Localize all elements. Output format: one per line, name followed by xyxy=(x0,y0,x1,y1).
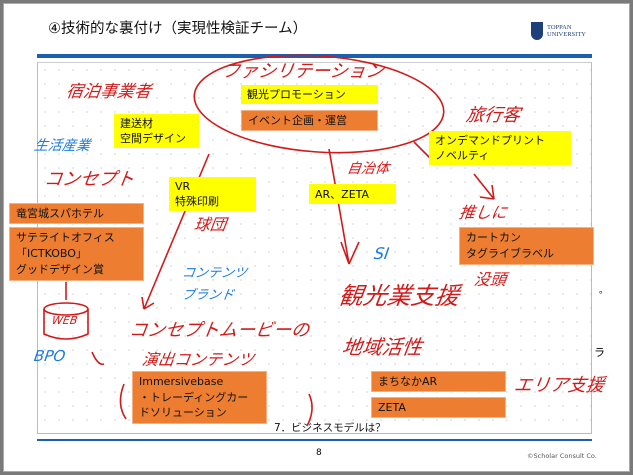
hw-oshi-2: 没頭 xyxy=(472,270,508,289)
hw-kanko-shien: 観光業支援 xyxy=(337,282,462,310)
box-kenso: 建送材空間デザイン xyxy=(114,114,199,148)
facilitation-circle xyxy=(193,54,445,154)
hw-chiiki: 地域活性 xyxy=(340,335,424,359)
box-event: イベント企画・運営 xyxy=(241,110,378,131)
satellite-line-2: 「ICTKOBO」 xyxy=(16,247,87,260)
page-number: 8 xyxy=(316,448,322,458)
hw-kyudan: 球団 xyxy=(192,215,228,234)
hw-area-shien: エリア支援 xyxy=(512,375,606,396)
hw-oshi-1: 推しに xyxy=(457,203,509,222)
cartcan-line-1: カートカン xyxy=(466,231,521,244)
paren-right xyxy=(306,393,313,427)
edge-mark-1: 。 xyxy=(599,286,609,296)
box-satellite: サテライトオフィス「ICTKOBO」グッドデザイン賞 xyxy=(9,227,144,281)
box-immersive: Immersivebase ・トレーディングカードソリューション xyxy=(132,371,267,424)
immersive-line-3: ドソリューション xyxy=(139,406,227,419)
immersive-line-2: ・トレーディングカー xyxy=(139,390,249,404)
vr-line-1: VR xyxy=(175,180,191,193)
hw-concept: コンセプト xyxy=(42,169,136,190)
satellite-line-1: サテライトオフィス xyxy=(16,231,115,244)
cartcan-line-2: タグライブラベル xyxy=(466,247,554,260)
edge-mark-2: ラ xyxy=(594,346,605,359)
copyright: ©Scholar Consult Co. xyxy=(527,452,597,460)
slide-title: ④技術的な裏付け（実現性検証チーム） xyxy=(48,21,308,37)
box-ryugu: 竜宮城スパホテル xyxy=(9,203,144,224)
stroke-bpo xyxy=(91,351,105,366)
box-zeta: ZETA xyxy=(371,397,506,418)
box-kanko-promotion: 観光プロモーション xyxy=(241,85,378,104)
vr-line-2: 特殊印刷 xyxy=(175,195,219,208)
web-cylinder-body xyxy=(43,309,89,340)
logo-line-1: TOPPAN xyxy=(547,24,572,31)
box-ar-zeta: AR、ZETA xyxy=(309,184,396,204)
arrow-to-oshi xyxy=(473,173,495,200)
immersive-line-1: Immersivebase xyxy=(139,375,224,388)
arrow-to-kanko-shien xyxy=(328,148,360,265)
hw-si: SI xyxy=(372,244,391,263)
hw-enshutsu: 演出コンテンツ xyxy=(140,350,256,369)
kenso-line-1: 建送材 xyxy=(120,117,153,130)
box-cartcan: カートカンタグライブラベル xyxy=(459,227,594,265)
box-machinaka-ar: まちなかAR xyxy=(371,371,506,392)
hw-seikatsu: 生活産業 xyxy=(32,138,92,154)
hw-concept-movie: コンセプトムービーの xyxy=(127,320,311,341)
satellite-line-3: グッドデザイン賞 xyxy=(16,263,104,276)
hw-facilitation: ファシリテーション xyxy=(220,61,386,82)
hw-bpo: BPO xyxy=(32,347,67,365)
business-model-heading: 7．ビジネスモデルは？ xyxy=(274,422,386,434)
paren-left xyxy=(119,383,127,420)
hw-brand: ブランド xyxy=(180,288,236,303)
kenso-line-2: 空間デザイン xyxy=(120,132,186,145)
hw-web: WEB xyxy=(51,314,79,327)
hw-contents: コンテンツ xyxy=(180,266,249,281)
box-ondemand: オンデマンドプリントノベルティ xyxy=(429,131,571,165)
bottom-divider xyxy=(37,439,592,441)
logo-icon xyxy=(531,22,543,40)
box-vr: VR 特殊印刷 xyxy=(169,177,256,211)
hw-ryokokyaku: 旅行客 xyxy=(464,105,522,126)
ondemand-line-2: ノベルティ xyxy=(435,149,490,162)
logo-line-2: UNIVERSITY xyxy=(547,31,586,38)
ondemand-line-1: オンデマンドプリント xyxy=(435,134,545,147)
hw-jichitai: 自治体 xyxy=(345,161,391,177)
hw-shukuhaku: 宿泊事業者 xyxy=(64,82,153,102)
